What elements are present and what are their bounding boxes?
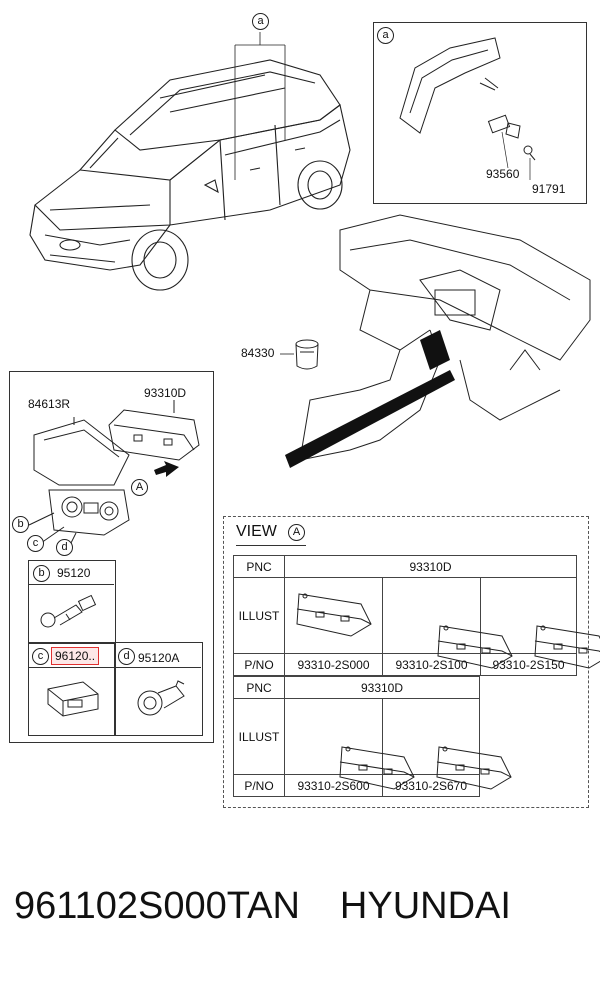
row-label-illust: ILLUST <box>233 577 285 654</box>
vehicle-illustration <box>29 32 351 291</box>
row-label-pno: P/NO <box>233 774 285 797</box>
illust-cell <box>382 698 512 790</box>
jack-96120-illustration <box>47 681 99 717</box>
illust-cell <box>480 577 600 669</box>
view-a-box <box>223 516 589 808</box>
socket-95120a-illustration <box>137 680 185 716</box>
callout-a-detail: a <box>377 27 394 44</box>
leader-84330 <box>280 353 294 355</box>
callout-b-sub: b <box>33 565 50 582</box>
pno-cell: 93310-2S100 <box>382 653 481 676</box>
pno-cell: 93310-2S600 <box>284 774 383 797</box>
socket-95120-illustration <box>40 594 97 628</box>
part-label-93560: 93560 <box>486 167 520 181</box>
callout-c-fascia: c <box>27 535 44 552</box>
pno-cell: 93310-2S000 <box>284 653 383 676</box>
part-label-91791: 91791 <box>532 182 566 196</box>
ashtray-cup-illustration <box>295 339 319 370</box>
module-illustration <box>338 745 415 790</box>
illust-cell <box>284 698 415 790</box>
callout-A-fascia: A <box>131 479 148 496</box>
part-label-96120-highlighted[interactable]: 96120.. <box>51 647 100 665</box>
module-illustration <box>533 624 600 669</box>
detail-a-box <box>373 22 587 204</box>
subbox-b-divider <box>28 584 114 585</box>
module-illustration <box>295 593 372 637</box>
subbox-c <box>28 642 116 736</box>
view-title: VIEW <box>236 523 277 540</box>
callout-a-car: a <box>252 13 269 30</box>
part-label-84330: 84330 <box>241 346 275 360</box>
illust-cell <box>382 577 513 669</box>
callout-d-sub: d <box>118 648 135 665</box>
row-label-pnc: PNC <box>233 676 285 699</box>
group2-pnc: 93310D <box>284 676 480 699</box>
callout-b-fascia: b <box>12 516 29 533</box>
pno-cell: 93310-2S670 <box>382 774 480 797</box>
left-detail-box <box>9 371 214 743</box>
pno-cell: 93310-2S150 <box>480 653 577 676</box>
pillar-switch-illustration <box>399 37 536 180</box>
module-illustration <box>436 624 513 669</box>
view-title-underline <box>236 545 306 546</box>
subbox-cd-divider <box>28 667 201 668</box>
row-label-illust: ILLUST <box>233 698 285 775</box>
part-label-95120: 95120 <box>57 566 91 580</box>
footer-part-number: 961102S000TAN <box>14 885 300 927</box>
dashboard-illustration <box>285 214 591 468</box>
part-label-93310d: 93310D <box>144 386 187 400</box>
row-label-pno: P/NO <box>233 653 285 676</box>
footer-line: 961102S000TAN HYUNDAI <box>14 885 511 928</box>
row-label-pnc: PNC <box>233 555 285 578</box>
subbox-b <box>28 560 116 644</box>
illust-cell <box>284 577 383 654</box>
footer-brand: HYUNDAI <box>339 885 511 927</box>
view-table-group1: PNC 93310D ILLUST P/NO 93310-2S000 93310… <box>233 555 600 676</box>
view-table-group2: PNC 93310D ILLUST P/NO 93310-2S600 93310… <box>233 676 512 797</box>
subbox-d <box>114 642 203 736</box>
view-marker: A <box>288 524 305 541</box>
module-illustration <box>436 745 512 790</box>
callout-c-sub: c <box>32 648 49 665</box>
center-fascia-illustration <box>28 400 200 548</box>
group1-pnc: 93310D <box>284 555 577 578</box>
callout-d-fascia: d <box>56 539 73 556</box>
part-label-84613r: 84613R <box>28 397 71 411</box>
part-label-95120a: 95120A <box>138 651 180 665</box>
